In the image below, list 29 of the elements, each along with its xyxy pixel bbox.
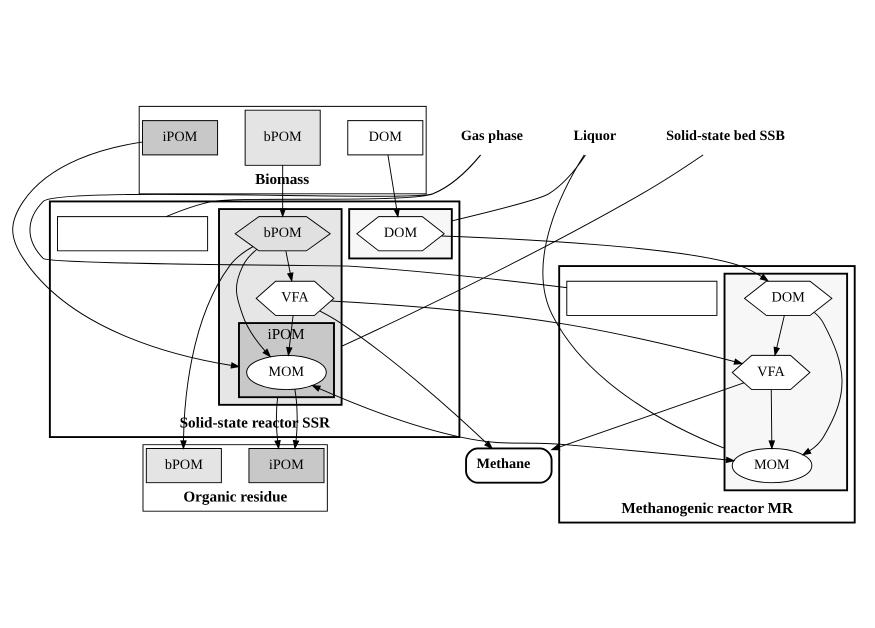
arrow — [292, 388, 300, 450]
node-box — [566, 280, 718, 316]
arrow — [440, 235, 770, 282]
node-box: bPOM — [244, 109, 321, 166]
node-box: iPOM — [142, 120, 218, 155]
node-text: Solid-state bed SSB — [666, 128, 785, 144]
arrow — [774, 314, 785, 356]
arrow — [180, 246, 254, 450]
arrow — [802, 311, 842, 455]
arrow — [319, 310, 494, 449]
connector — [341, 154, 704, 346]
arrow — [12, 141, 240, 368]
arrow — [387, 154, 400, 218]
node-box: Methane — [465, 447, 553, 484]
node-box — [57, 216, 208, 251]
connector — [451, 154, 586, 221]
node-box: bPOM — [146, 448, 222, 483]
node-ellipse: MOM — [246, 354, 327, 390]
arrow — [285, 250, 294, 282]
arrow — [768, 388, 776, 450]
arrow — [236, 248, 272, 358]
node-box: DOM — [347, 120, 424, 155]
node-box: iPOM — [248, 448, 324, 483]
node-text: Gas phase — [460, 128, 524, 144]
node-text: Liquor — [573, 128, 616, 144]
connector — [542, 154, 725, 448]
arrow — [550, 382, 744, 450]
arrow — [310, 384, 736, 463]
arrow — [330, 300, 744, 364]
